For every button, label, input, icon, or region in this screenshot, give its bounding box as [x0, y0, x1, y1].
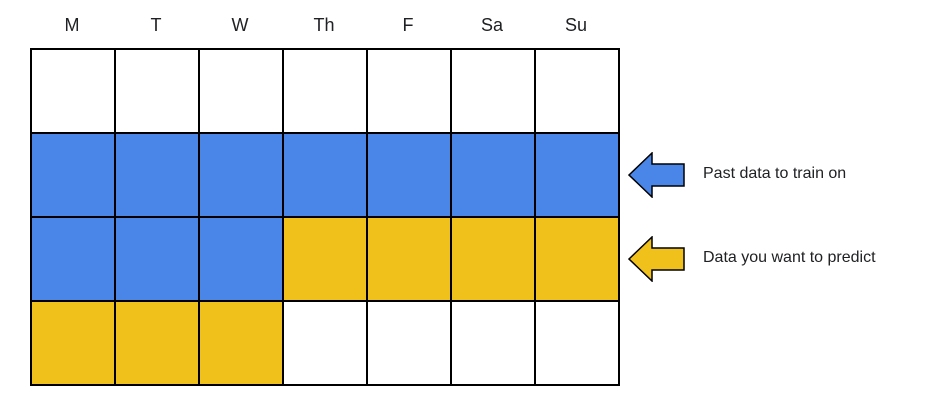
- day-label-tuesday: T: [150, 15, 162, 35]
- calendar-cell-predict: [450, 216, 536, 302]
- train-legend-label: Past data to train on: [703, 165, 847, 182]
- day-label-thursday: Th: [313, 15, 335, 35]
- calendar-cell-empty: [282, 300, 368, 386]
- calendar-cell-predict: [198, 300, 284, 386]
- calendar-cell-train: [198, 216, 284, 302]
- calendar-cell-predict: [282, 216, 368, 302]
- calendar-cell-train: [114, 216, 200, 302]
- predict-legend-label: Data you want to predict: [703, 249, 876, 266]
- calendar-grid: [30, 48, 620, 386]
- calendar-cell-predict: [366, 216, 452, 302]
- calendar-cell-empty: [534, 48, 620, 134]
- calendar-cell-predict: [30, 300, 116, 386]
- calendar-cell-train: [114, 132, 200, 218]
- day-label-monday: M: [64, 15, 80, 35]
- day-label-friday: F: [402, 15, 414, 35]
- train-arrow-icon: [628, 152, 685, 198]
- calendar-cell-predict: [534, 216, 620, 302]
- predict-arrow-icon: [628, 236, 685, 282]
- calendar-cell-empty: [198, 48, 284, 134]
- day-label-wednesday: W: [231, 15, 249, 35]
- calendar-cell-train: [30, 132, 116, 218]
- calendar-cell-empty: [366, 48, 452, 134]
- calendar-cell-empty: [450, 48, 536, 134]
- calendar-cell-train: [282, 132, 368, 218]
- calendar-cell-empty: [450, 300, 536, 386]
- calendar-cell-train: [450, 132, 536, 218]
- calendar-cell-empty: [30, 48, 116, 134]
- calendar-cell-train: [534, 132, 620, 218]
- calendar-cell-train: [30, 216, 116, 302]
- calendar-cell-train: [366, 132, 452, 218]
- calendar-cell-empty: [534, 300, 620, 386]
- day-label-saturday: Sa: [480, 15, 504, 35]
- calendar-cell-empty: [282, 48, 368, 134]
- day-label-sunday: Su: [564, 15, 588, 35]
- calendar-cell-empty: [114, 48, 200, 134]
- calendar-cell-empty: [366, 300, 452, 386]
- calendar-cell-train: [198, 132, 284, 218]
- calendar-cell-predict: [114, 300, 200, 386]
